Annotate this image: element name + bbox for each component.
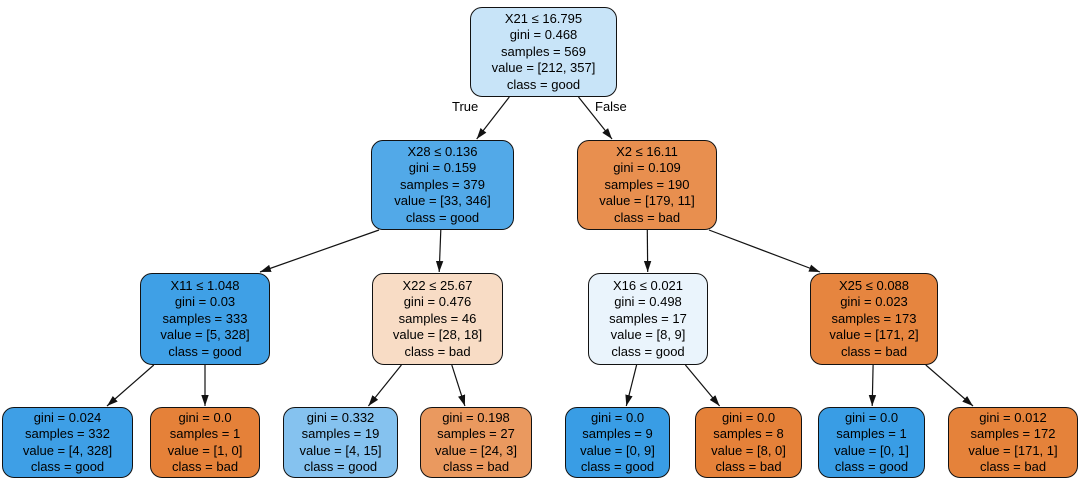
node-value: value = [4, 328]: [22, 442, 113, 458]
node-samples: samples = 173: [831, 310, 917, 326]
tree-node-x11: X11 ≤ 1.048 gini = 0.03 samples = 333 va…: [140, 273, 270, 365]
node-samples: samples = 569: [501, 43, 586, 59]
node-samples: samples = 172: [970, 426, 1056, 442]
node-samples: samples = 46: [398, 310, 477, 326]
node-samples: samples = 1: [169, 426, 241, 442]
node-split-rule: X28 ≤ 0.136: [407, 143, 478, 159]
node-gini: gini = 0.0: [844, 409, 899, 425]
node-split-rule: X11 ≤ 1.048: [170, 277, 240, 293]
leaf-node-5: gini = 0.0 samples = 9 value = [0, 9] cl…: [565, 407, 670, 478]
node-samples: samples = 332: [25, 426, 110, 442]
node-gini: gini = 0.0: [178, 409, 232, 425]
leaf-node-3: gini = 0.332 samples = 19 value = [4, 15…: [283, 407, 398, 478]
node-split-rule: X16 ≤ 0.021: [612, 277, 684, 293]
tree-node-x22: X22 ≤ 25.67 gini = 0.476 samples = 46 va…: [372, 273, 503, 365]
node-value: value = [4, 15]: [299, 442, 382, 458]
tree-node-x2: X2 ≤ 16.11 gini = 0.109 samples = 190 va…: [577, 140, 717, 230]
node-value: value = [28, 18]: [392, 327, 483, 343]
tree-node-x28: X28 ≤ 0.136 gini = 0.159 samples = 379 v…: [371, 140, 514, 230]
node-gini: gini = 0.198: [442, 409, 510, 425]
node-class: class = bad: [404, 343, 471, 359]
leaf-node-8: gini = 0.012 samples = 172 value = [171,…: [948, 407, 1078, 478]
node-gini: gini = 0.498: [614, 294, 682, 310]
node-class: class = bad: [442, 458, 510, 474]
node-gini: gini = 0.03: [174, 294, 236, 310]
tree-node-x25: X25 ≤ 0.088 gini = 0.023 samples = 173 v…: [810, 273, 938, 365]
node-samples: samples = 8: [713, 426, 784, 442]
node-samples: samples = 27: [437, 426, 515, 442]
node-samples: samples = 379: [400, 176, 485, 192]
node-value: value = [8, 0]: [711, 442, 786, 458]
node-gini: gini = 0.468: [509, 27, 578, 43]
node-value: value = [33, 346]: [394, 193, 491, 209]
tree-node-root-x21: X21 ≤ 16.795 gini = 0.468 samples = 569 …: [470, 7, 617, 97]
node-samples: samples = 17: [609, 310, 687, 326]
leaf-node-2: gini = 0.0 samples = 1 value = [1, 0] cl…: [150, 407, 260, 478]
node-value: value = [0, 1]: [834, 442, 909, 458]
node-class: class = bad: [840, 343, 908, 359]
node-gini: gini = 0.109: [613, 160, 681, 176]
edge-label-true: True: [452, 99, 479, 114]
node-samples: samples = 9: [582, 426, 653, 442]
node-class: class = bad: [171, 458, 239, 474]
node-value: value = [212, 357]: [491, 60, 596, 76]
node-gini: gini = 0.159: [408, 160, 477, 176]
node-split-rule: X21 ≤ 16.795: [504, 10, 583, 26]
node-split-rule: X25 ≤ 0.088: [838, 277, 910, 293]
node-class: class = good: [506, 76, 581, 92]
node-value: value = [5, 328]: [160, 327, 250, 343]
node-gini: gini = 0.024: [33, 409, 102, 425]
node-class: class = good: [30, 458, 105, 474]
node-gini: gini = 0.332: [306, 409, 375, 425]
node-value: value = [171, 2]: [829, 327, 919, 343]
node-gini: gini = 0.0: [590, 409, 645, 425]
node-gini: gini = 0.012: [979, 409, 1047, 425]
leaf-node-4: gini = 0.198 samples = 27 value = [24, 3…: [420, 407, 532, 478]
node-class: class = bad: [715, 458, 782, 474]
node-class: class = good: [611, 343, 685, 359]
node-class: class = good: [303, 458, 378, 474]
node-class: class = good: [834, 458, 909, 474]
node-samples: samples = 333: [162, 310, 248, 326]
node-gini: gini = 0.476: [403, 294, 472, 310]
node-value: value = [8, 9]: [610, 327, 686, 343]
node-class: class = good: [405, 209, 480, 225]
node-samples: samples = 1: [836, 426, 907, 442]
node-value: value = [171, 1]: [968, 442, 1058, 458]
node-value: value = [24, 3]: [434, 442, 518, 458]
leaf-node-1: gini = 0.024 samples = 332 value = [4, 3…: [2, 407, 133, 478]
node-class: class = bad: [979, 458, 1047, 474]
leaf-node-6: gini = 0.0 samples = 8 value = [8, 0] cl…: [695, 407, 802, 478]
node-gini: gini = 0.023: [840, 294, 908, 310]
node-split-rule: X22 ≤ 25.67: [402, 277, 473, 293]
node-split-rule: X2 ≤ 16.11: [616, 143, 678, 159]
node-value: value = [179, 11]: [599, 193, 695, 209]
node-samples: samples = 190: [604, 176, 690, 192]
tree-node-x16: X16 ≤ 0.021 gini = 0.498 samples = 17 va…: [588, 273, 708, 365]
edge-label-false: False: [595, 99, 627, 114]
node-gini: gini = 0.0: [721, 409, 776, 425]
node-value: value = [0, 9]: [580, 442, 655, 458]
leaf-node-7: gini = 0.0 samples = 1 value = [0, 1] cl…: [818, 407, 925, 478]
node-class: class = good: [168, 343, 242, 359]
node-samples: samples = 19: [301, 426, 380, 442]
node-class: class = bad: [613, 209, 681, 225]
node-value: value = [1, 0]: [167, 442, 243, 458]
node-class: class = good: [580, 458, 655, 474]
